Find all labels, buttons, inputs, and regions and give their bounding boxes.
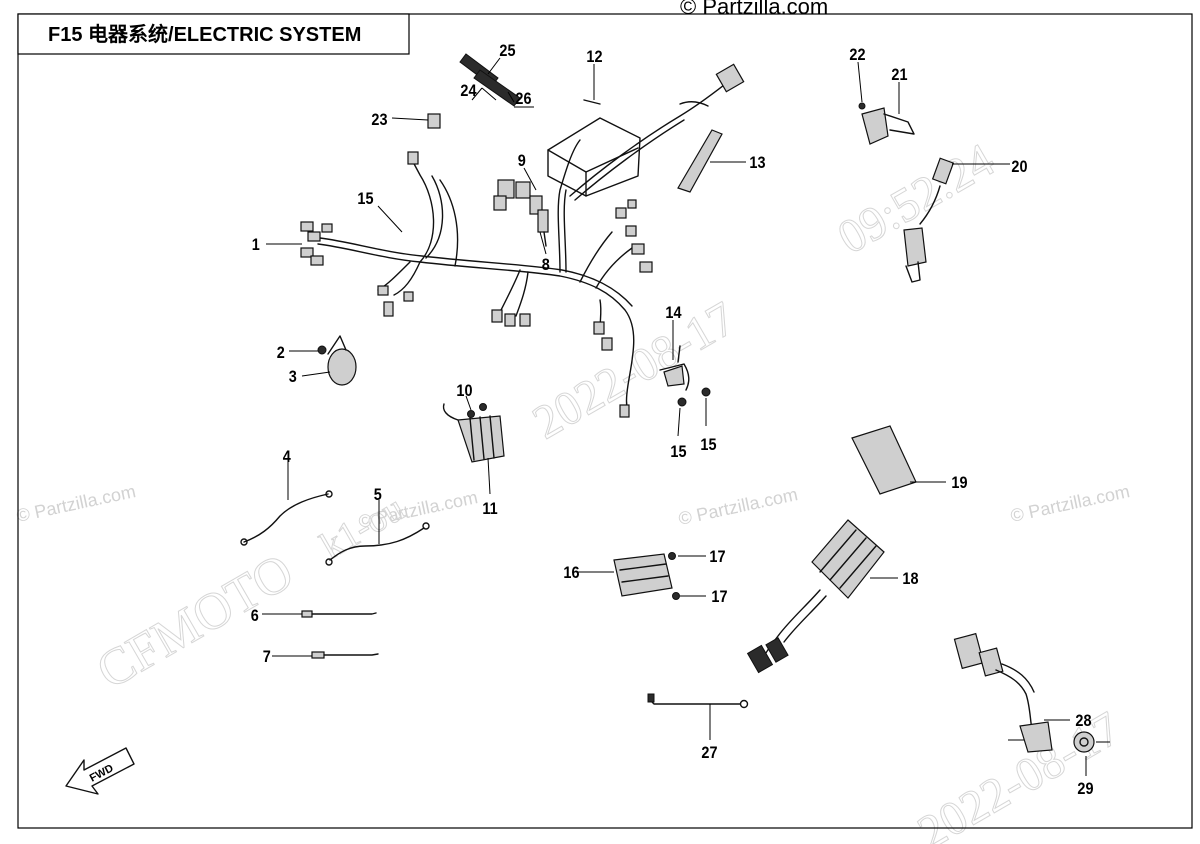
callout-labels: 1 2 3 4 5 6 7 8 9 10 11 12 13 14 15 15 1… bbox=[251, 42, 1094, 798]
callout-28: 28 bbox=[1075, 712, 1091, 730]
callout-27: 27 bbox=[701, 744, 717, 762]
callout-22: 22 bbox=[849, 46, 865, 64]
callout-14: 14 bbox=[665, 304, 681, 322]
callout-5: 5 bbox=[374, 486, 382, 504]
part-20-spark-cap[interactable] bbox=[903, 157, 955, 283]
leader-lines bbox=[262, 57, 1110, 776]
callout-17-bottom: 17 bbox=[711, 588, 727, 606]
callout-26: 26 bbox=[515, 90, 531, 108]
callout-13: 13 bbox=[749, 154, 765, 172]
callout-15-left: 15 bbox=[670, 443, 686, 461]
part-19-label-card[interactable] bbox=[851, 425, 917, 495]
part-16-ecu[interactable] bbox=[613, 552, 680, 600]
callout-7: 7 bbox=[263, 648, 271, 666]
part-5-cable[interactable] bbox=[325, 522, 430, 566]
callout-8: 8 bbox=[542, 256, 550, 274]
callout-16: 16 bbox=[563, 564, 579, 582]
callout-21: 21 bbox=[891, 66, 907, 84]
copyright-text: © Partzilla.com bbox=[680, 0, 828, 19]
callout-4: 4 bbox=[283, 448, 291, 466]
watermark-partzilla-4: © Partzilla.com bbox=[1009, 481, 1132, 526]
part-13-strap[interactable] bbox=[677, 129, 723, 193]
watermark-partzilla-3: © Partzilla.com bbox=[677, 484, 800, 529]
part-21-sensor[interactable] bbox=[858, 102, 915, 145]
watermark-brand: CFMOTO bbox=[88, 543, 303, 700]
fwd-arrow-icon: FWD bbox=[65, 747, 135, 795]
callout-6: 6 bbox=[251, 607, 259, 625]
watermark-date-1: 2022-08-17 bbox=[524, 292, 744, 450]
callout-23: 23 bbox=[371, 111, 387, 129]
watermark-date-2: 2022-08-17 bbox=[909, 702, 1129, 844]
part-27-cable[interactable] bbox=[647, 693, 749, 709]
diagram-frame bbox=[17, 13, 1193, 829]
callout-1: 1 bbox=[252, 236, 260, 254]
callout-18: 18 bbox=[902, 570, 918, 588]
callout-12: 12 bbox=[586, 48, 602, 66]
callout-15-right: 15 bbox=[700, 436, 716, 454]
part-3-horn[interactable] bbox=[317, 335, 357, 386]
title-box bbox=[17, 13, 410, 55]
callout-15-top: 15 bbox=[357, 190, 373, 208]
callout-10: 10 bbox=[456, 382, 472, 400]
diagram-title: F15 电器系统/ELECTRIC SYSTEM bbox=[48, 22, 361, 46]
part-28-connector[interactable] bbox=[953, 632, 1053, 753]
part-4-cable[interactable] bbox=[240, 490, 333, 546]
part-25-connector[interactable] bbox=[459, 53, 521, 107]
part-9-relay-block[interactable] bbox=[493, 179, 549, 247]
callout-9: 9 bbox=[518, 152, 526, 170]
part-23-small-relay[interactable] bbox=[427, 113, 441, 129]
part-29-clip[interactable] bbox=[1073, 731, 1095, 753]
callout-29: 29 bbox=[1077, 780, 1093, 798]
watermark-dealer: k1-ou bbox=[314, 487, 412, 568]
callout-17-top: 17 bbox=[709, 548, 725, 566]
callout-24: 24 bbox=[460, 82, 476, 100]
part-18-module[interactable] bbox=[746, 519, 885, 674]
part-11-regulator[interactable] bbox=[442, 403, 505, 463]
part-6-cable-tie[interactable] bbox=[301, 610, 377, 618]
part-1-main-harness[interactable] bbox=[300, 139, 653, 418]
callout-2: 2 bbox=[277, 344, 285, 362]
callout-3: 3 bbox=[289, 368, 297, 386]
callout-19: 19 bbox=[951, 474, 967, 492]
callout-25: 25 bbox=[499, 42, 515, 60]
callout-20: 20 bbox=[1011, 158, 1027, 176]
part-14-sensor[interactable] bbox=[659, 345, 711, 407]
watermark-partzilla-1: © Partzilla.com bbox=[15, 481, 138, 526]
callout-11: 11 bbox=[482, 500, 497, 518]
part-7-cable-tie[interactable] bbox=[311, 651, 379, 659]
part-12-battery-cable[interactable] bbox=[547, 63, 745, 201]
